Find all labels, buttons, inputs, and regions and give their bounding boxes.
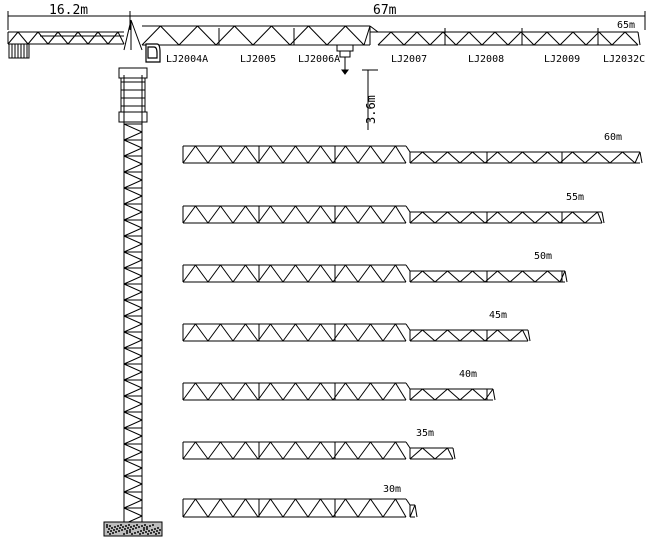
hook-height-dimension: 3.6m: [364, 95, 378, 124]
section-label: LJ2008: [468, 54, 504, 65]
jib-length-label: 55m: [566, 192, 584, 203]
jib-length-label: 50m: [534, 251, 552, 262]
alternative-jib-configurations: [182, 145, 643, 518]
dimension-lines: [7, 11, 646, 130]
jib-configuration: [182, 205, 605, 224]
counter-jib-dimension: 16.2m: [49, 3, 88, 18]
jib-length-label: 40m: [459, 369, 477, 380]
main-jib-65m: [141, 25, 641, 46]
jib-configuration: [182, 441, 456, 460]
jib-configuration: [182, 498, 418, 518]
jib-configuration: [182, 382, 496, 401]
jib-configuration: [182, 323, 531, 342]
section-label: LJ2009: [544, 54, 580, 65]
jib-length-label: 35m: [416, 428, 434, 439]
operator-cab: [145, 43, 161, 63]
jib-length-label: 45m: [489, 310, 507, 321]
section-label: LJ2004A: [166, 54, 208, 65]
section-label: LJ2032C: [603, 54, 645, 65]
jib-dimension: 67m: [373, 3, 397, 18]
section-label: LJ2005: [240, 54, 276, 65]
jib-length-label: 65m: [617, 20, 635, 31]
jib-length-label: 60m: [604, 132, 622, 143]
jib-configuration: [182, 145, 643, 164]
section-label: LJ2006A: [298, 54, 340, 65]
hook-trolley: [336, 44, 354, 75]
jib-configuration: [182, 264, 568, 283]
section-label: LJ2007: [391, 54, 427, 65]
foundation-base: [103, 521, 163, 537]
tower-mast: [118, 19, 148, 525]
jib-length-label: 30m: [383, 484, 401, 495]
counter-jib: [7, 31, 125, 59]
